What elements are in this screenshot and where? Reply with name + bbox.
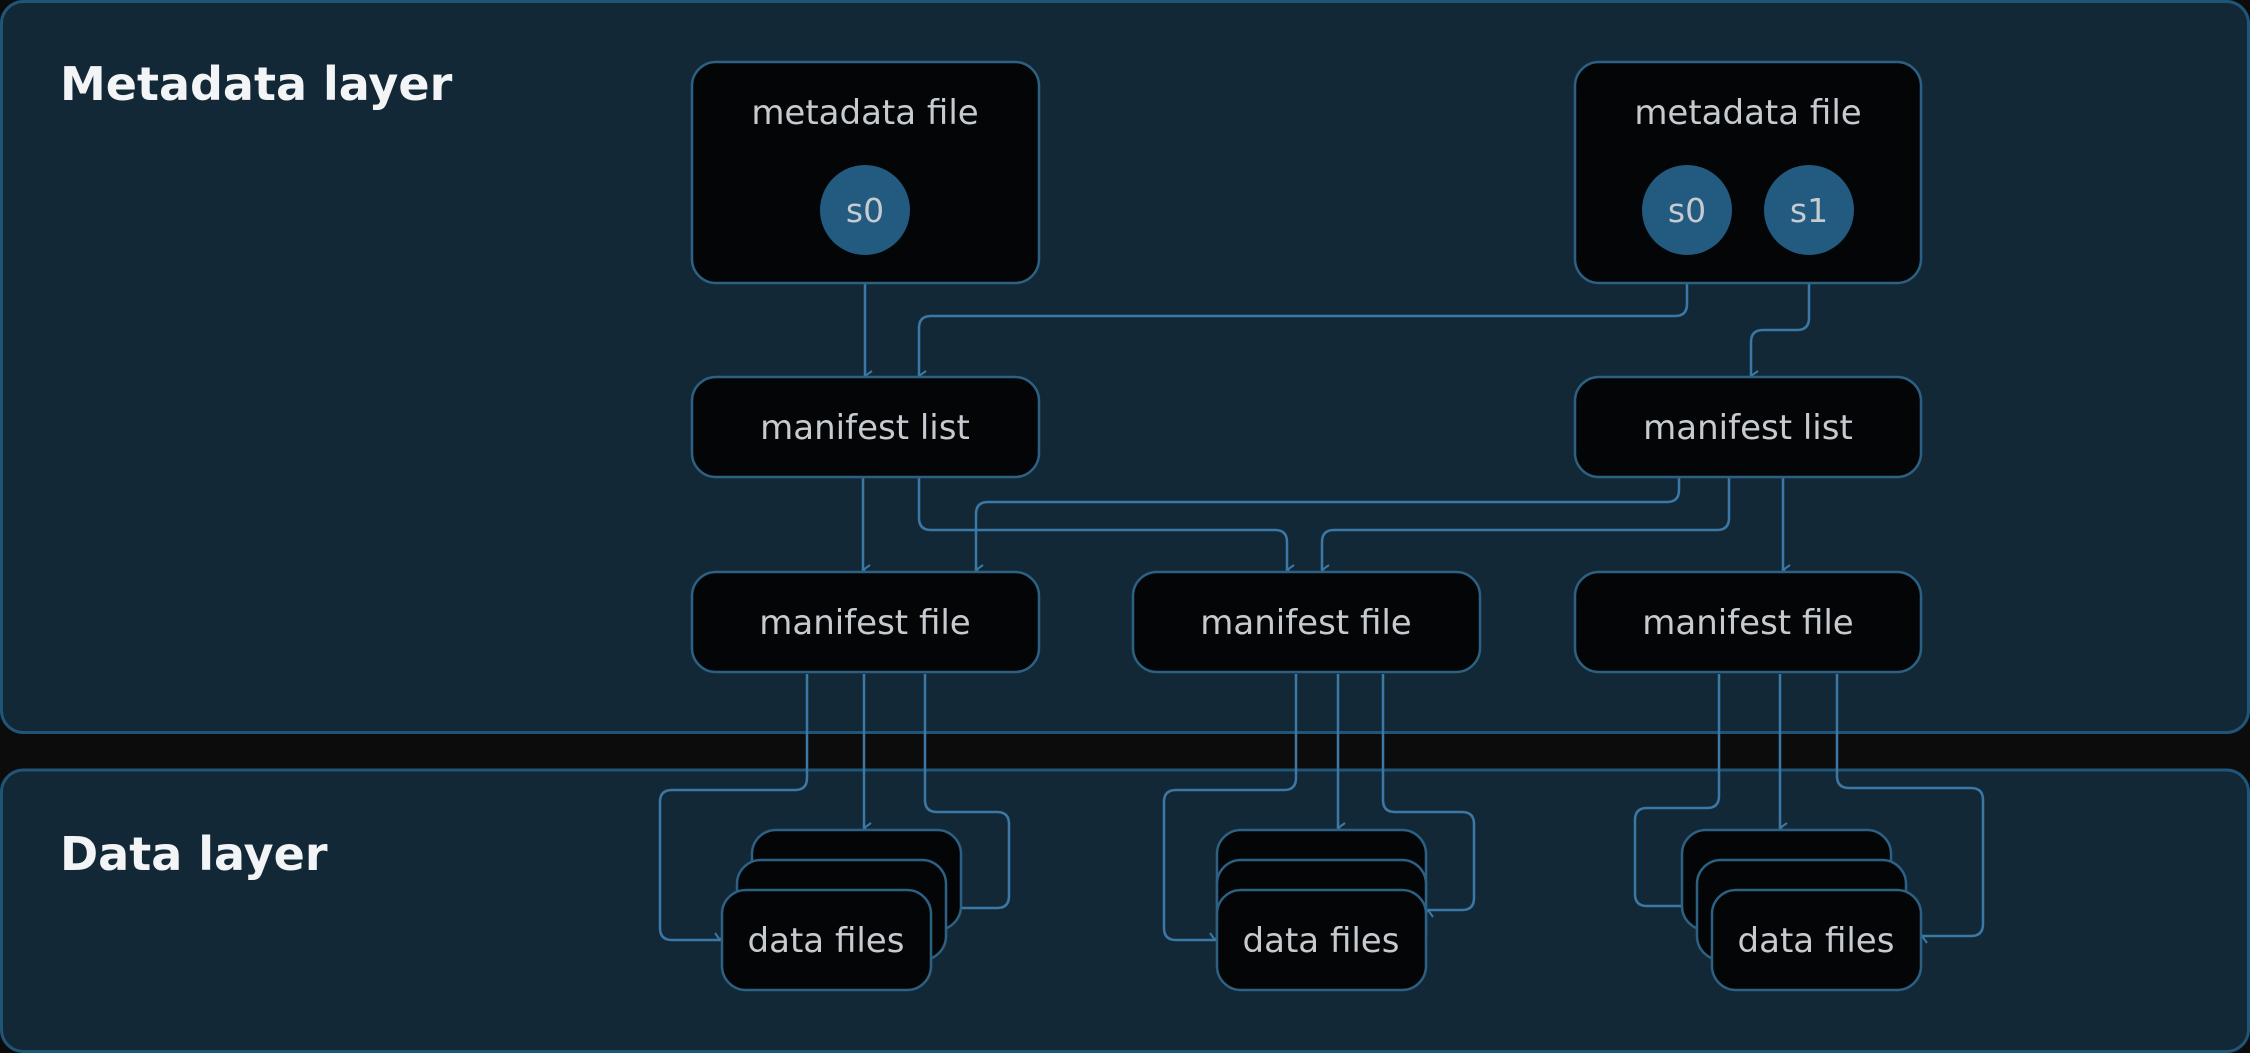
- manifest-file-label: manifest file: [1200, 603, 1411, 643]
- manifest-list-box: [690, 375, 1041, 479]
- manifest-file-label: manifest file: [1642, 603, 1853, 643]
- snapshot-s1-label: s1: [1790, 191, 1828, 230]
- manifest-file-label: manifest file: [759, 603, 970, 643]
- metadata-file-label: metadata file: [1634, 93, 1861, 133]
- data-files-stack-2: data files: [1215, 828, 1428, 992]
- snapshot-s0-circle: [1642, 165, 1732, 255]
- manifest-file-box: [1573, 570, 1923, 674]
- edge-manifest-file-2-to-data-files-2-right: [1381, 674, 1476, 918]
- snapshot-s1-circle: [1764, 165, 1854, 255]
- metadata-file-node-1: metadata file s0: [690, 60, 1041, 285]
- manifest-list-label: manifest list: [1643, 408, 1853, 448]
- manifest-file-node-3: manifest file: [1573, 570, 1923, 674]
- manifest-list-node-1: manifest list: [690, 375, 1041, 479]
- manifest-list-box: [1573, 375, 1923, 479]
- snapshot-s0-label: s0: [846, 191, 884, 230]
- connectors: [658, 254, 1985, 944]
- edge-manifest-list-2-to-manifest-file-1: [974, 478, 1681, 576]
- snapshot-s0-circle: [820, 165, 910, 255]
- manifest-list-node-2: manifest list: [1573, 375, 1923, 479]
- manifest-file-box: [690, 570, 1041, 674]
- edge-manifest-file-2-to-data-files-2-left: [1162, 674, 1298, 942]
- edge-mf2-s0-to-manifest-list-1: [917, 254, 1689, 382]
- data-files-stack-3: data files: [1680, 828, 1923, 992]
- edge-mf2-s1-to-manifest-list-2: [1749, 254, 1811, 382]
- edge-manifest-list-2-to-manifest-file-2: [1320, 478, 1731, 576]
- manifest-file-box: [1131, 570, 1482, 674]
- metadata-file-label: metadata file: [751, 93, 978, 133]
- metadata-layer-title: Metadata layer: [60, 57, 453, 111]
- metadata-file-node-2: metadata file s0 s1: [1573, 60, 1923, 285]
- manifest-file-node-2: manifest file: [1131, 570, 1482, 674]
- edge-manifest-file-1-to-data-files-1-right: [923, 674, 1011, 916]
- data-file-card-front: [1710, 888, 1923, 992]
- edge-manifest-file-3-to-data-files-3-left: [1633, 674, 1721, 908]
- manifest-file-node-1: manifest file: [690, 570, 1041, 674]
- data-files-label: data files: [748, 921, 905, 961]
- data-files-label: data files: [1738, 921, 1895, 961]
- edge-manifest-file-1-to-data-files-1-left: [658, 674, 809, 942]
- edge-manifest-file-3-to-data-files-3-right: [1835, 674, 1985, 944]
- snapshot-s0-label: s0: [1668, 191, 1706, 230]
- data-file-card-front: [720, 888, 933, 992]
- data-file-card-front: [1215, 888, 1428, 992]
- data-layer-title: Data layer: [60, 827, 328, 881]
- edge-manifest-list-1-to-manifest-file-2: [917, 478, 1295, 576]
- manifest-list-label: manifest list: [760, 408, 970, 448]
- data-files-label: data files: [1243, 921, 1400, 961]
- data-files-stack-1: data files: [720, 828, 963, 992]
